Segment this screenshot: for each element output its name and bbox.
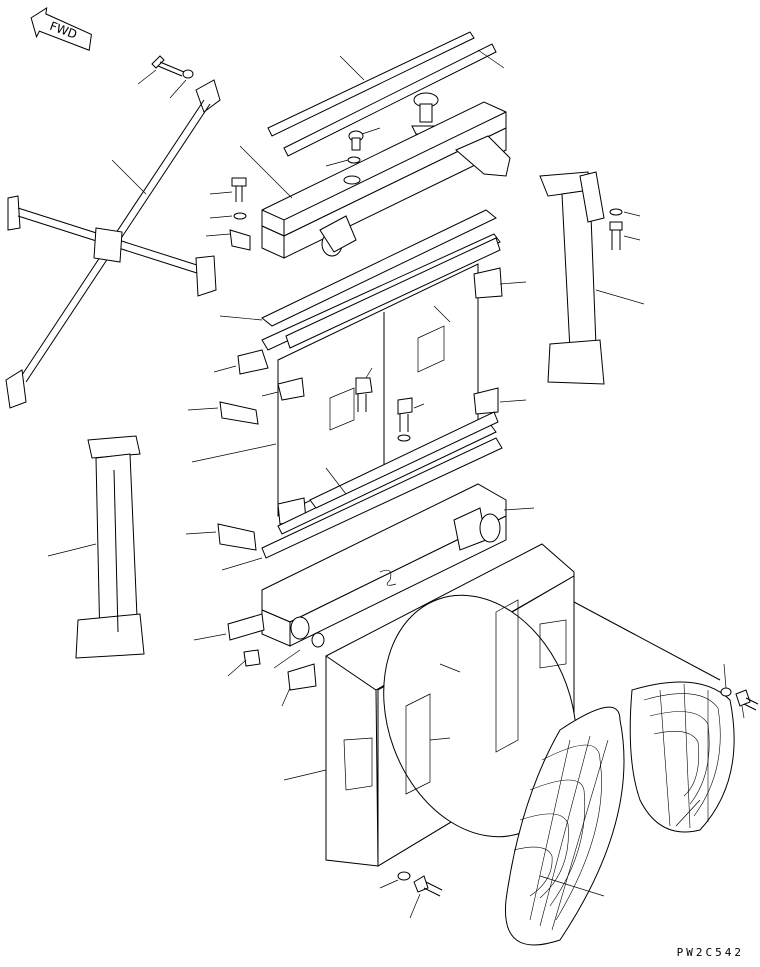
upper-tank: [239, 101, 511, 259]
fan-guard-right: [629, 681, 735, 833]
left-side-support: [47, 435, 145, 659]
washer-icon: [169, 69, 194, 99]
cross-brace: [5, 79, 221, 409]
bracket-icon: [185, 523, 257, 551]
right-side-support: [539, 171, 645, 385]
fan-guard-left: [504, 706, 625, 946]
fwd-arrow-icon: FWD: [30, 6, 92, 51]
bracket-icon: [205, 229, 251, 251]
bracket-icon: [193, 613, 325, 707]
washer-icon: [720, 663, 732, 697]
bolt-icon: [137, 55, 185, 85]
bolt-icon: [609, 221, 641, 250]
bolt-icon: [735, 689, 759, 719]
bolt-icon: [355, 367, 425, 442]
lower-tank: [261, 483, 535, 647]
bolt-icon: [409, 875, 443, 919]
gasket-upper: [219, 209, 501, 351]
seal-strip-upper: [267, 31, 505, 157]
washer-icon: [209, 212, 247, 220]
washer-icon: [379, 871, 411, 889]
shroud: [283, 543, 721, 867]
gasket-lower: [221, 411, 503, 571]
bracket-icon: [187, 267, 527, 525]
drawing-code: PW2C542: [676, 946, 744, 959]
bolt-icon: [209, 177, 247, 202]
washer-icon: [609, 208, 641, 217]
